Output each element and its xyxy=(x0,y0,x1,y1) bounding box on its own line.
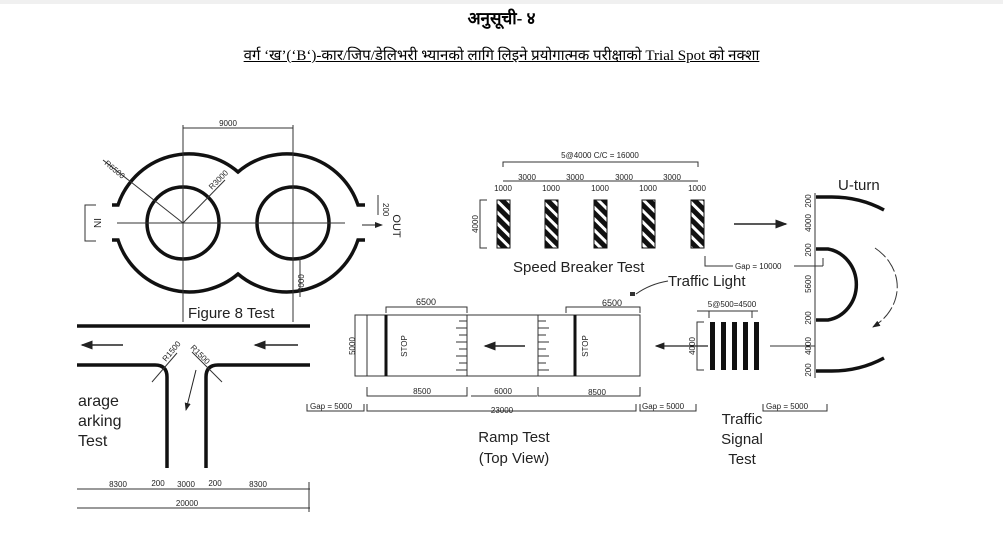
bar-width-dim: 1000 xyxy=(591,184,609,193)
traffic-signal-label: Test xyxy=(728,451,756,468)
garage-label: arking xyxy=(78,413,122,430)
speed-breaker-bar xyxy=(593,199,608,249)
uturn-arrow-icon xyxy=(872,247,898,328)
bar-width-dim: 1000 xyxy=(688,184,706,193)
signal-stripe xyxy=(732,322,737,370)
garage-dim: 3000 xyxy=(177,480,195,489)
gap-dim: Gap = 5000 xyxy=(310,402,353,411)
spacing-dim: 3000 xyxy=(663,173,681,182)
speed-breaker-label: Speed Breaker Test xyxy=(513,259,645,276)
traffic-light-callout: Traffic Light xyxy=(630,273,746,296)
garage-parking-test: R1500 R1500 arage arking Test 8300 200 3… xyxy=(77,324,310,512)
speed-breaker-bar xyxy=(690,199,705,249)
gap-dim: Gap = 5000 xyxy=(642,402,685,411)
signal-stripe xyxy=(754,322,759,370)
gap-dim: Gap = 5000 xyxy=(766,402,809,411)
figure8-outer-radius-dim: R6500 xyxy=(103,159,127,181)
figure8-inner-radius-dim: R3000 xyxy=(207,168,230,191)
figure8-width-dim: 9000 xyxy=(219,119,237,128)
figure8-test: 9000 R6500 R3000 3000 200 IN OUT Figure … xyxy=(84,119,402,322)
speed-breaker-bar xyxy=(496,199,511,249)
ramp-dim: 6000 xyxy=(494,387,512,396)
ramp-label: Ramp Test xyxy=(478,429,550,446)
spacing-dim: 3000 xyxy=(566,173,584,182)
spacing-dim: 3000 xyxy=(615,173,633,182)
stop-marking-right: STOP xyxy=(581,335,590,357)
stop-marking-left: STOP xyxy=(400,335,409,357)
top-edge xyxy=(0,0,1003,4)
garage-dim: 200 xyxy=(151,479,165,488)
figure8-gap-dim: 3000 xyxy=(297,274,306,292)
ramp-dim: 8500 xyxy=(588,388,606,397)
page-title: अनुसूची- ४ xyxy=(467,9,536,28)
signal-height-dim: 4000 xyxy=(688,337,697,355)
gap-10000-dim: Gap = 10000 xyxy=(735,262,782,271)
garage-dim: 8300 xyxy=(109,480,127,489)
figure8-outer-bottom xyxy=(112,238,365,294)
signal-top-dim: 5@500=4500 xyxy=(708,300,757,309)
uturn-dim: 200 xyxy=(804,363,813,377)
ramp-dim: 8500 xyxy=(413,387,431,396)
ramp-test: STOP STOP 6500 6500 5000 8500 6000 8500 … xyxy=(306,297,697,467)
uturn-dim: 200 xyxy=(804,194,813,208)
in-label: IN xyxy=(91,218,102,228)
ramp-height-dim: 5000 xyxy=(348,337,357,355)
bar-width-dim: 1000 xyxy=(494,184,512,193)
page-subtitle: वर्ग ‘ख’(‘B‘)-कार/जिप/डेलिभरी भ्यानको ला… xyxy=(243,48,760,64)
traffic-signal-label: Traffic xyxy=(722,411,763,428)
garage-dim-total: 20000 xyxy=(176,499,199,508)
traffic-signal-test: 4000 5@500=4500 Gap = 5000 Traffic Signa… xyxy=(654,300,828,468)
speed-breaker-total-dim: 5@4000 C/C = 16000 xyxy=(561,151,639,160)
bar-width-dim: 1000 xyxy=(542,184,560,193)
uturn-dim: 5600 xyxy=(804,275,813,293)
ramp-dim: 6500 xyxy=(602,298,622,308)
speed-breaker-height-dim: 4000 xyxy=(471,215,480,233)
uturn-test: U-turn 200 4000 200 5600 200 4000 200 xyxy=(804,177,898,378)
signal-stripe xyxy=(710,322,715,370)
garage-dim: 8300 xyxy=(249,480,267,489)
garage-radius-right: R1500 xyxy=(189,343,212,366)
traffic-light-icon xyxy=(630,292,635,296)
garage-label: arage xyxy=(78,393,119,410)
figure8-opening-dim: 200 xyxy=(381,203,390,217)
signal-stripe xyxy=(721,322,726,370)
uturn-dim: 200 xyxy=(804,243,813,257)
garage-dim: 200 xyxy=(208,479,222,488)
traffic-signal-label: Signal xyxy=(721,431,763,448)
speed-breaker-bar xyxy=(641,199,656,249)
traffic-light-label: Traffic Light xyxy=(668,273,746,290)
speed-breaker-test: 5@4000 C/C = 16000 3000 3000 3000 3000 1… xyxy=(471,151,824,276)
spacing-dim: 3000 xyxy=(518,173,536,182)
ramp-dim: 6500 xyxy=(416,297,436,307)
down-arrow-icon xyxy=(184,369,197,411)
uturn-dim: 4000 xyxy=(804,214,813,232)
uturn-label: U-turn xyxy=(838,177,880,194)
figure8-label: Figure 8 Test xyxy=(188,305,275,322)
figure8-outer-top xyxy=(112,152,365,207)
speed-breaker-bar xyxy=(544,199,559,249)
signal-stripe xyxy=(743,322,748,370)
uturn-dim: 200 xyxy=(804,311,813,325)
out-label: OUT xyxy=(390,214,402,238)
ramp-label: (Top View) xyxy=(479,450,550,467)
ramp-total-dim: 23000 xyxy=(491,406,514,415)
in-bracket xyxy=(84,204,96,242)
bar-width-dim: 1000 xyxy=(639,184,657,193)
garage-label: Test xyxy=(78,433,108,450)
